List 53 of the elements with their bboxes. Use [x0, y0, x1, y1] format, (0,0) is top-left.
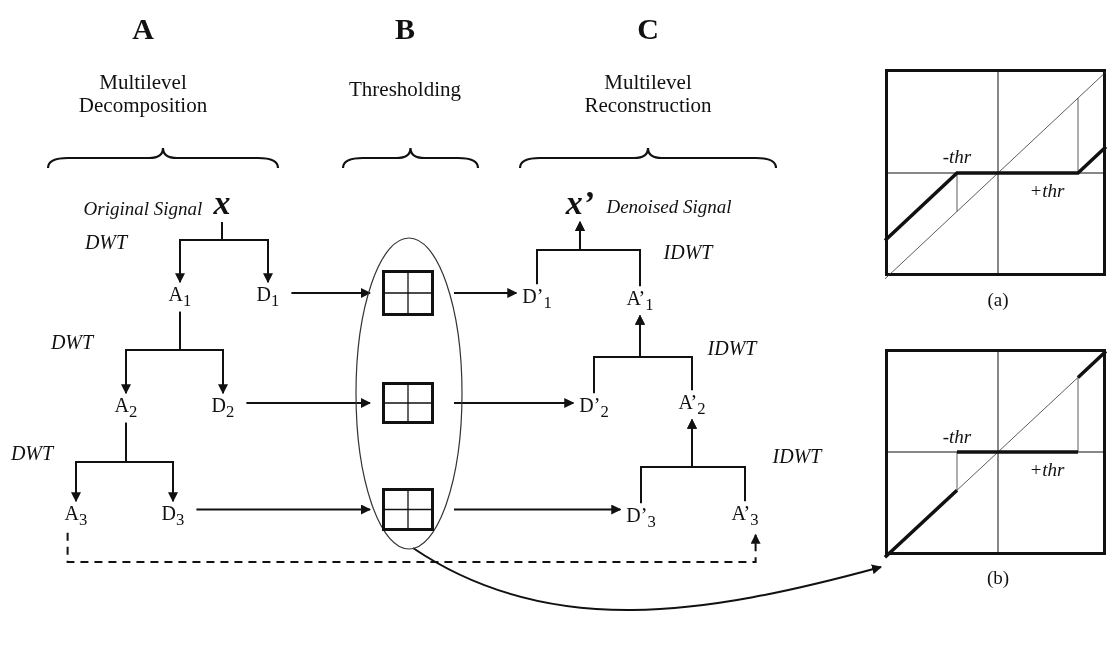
signal-symbol: x’: [565, 186, 595, 220]
coefficient-label: A$_{2}$: [114, 395, 138, 421]
coefficient-label: D’$_{3}$: [626, 505, 656, 531]
arrow: [195, 504, 371, 515]
arrow: [453, 504, 622, 515]
coefficient-label: D$_{2}$: [211, 395, 235, 421]
transform-label: DWT: [50, 331, 94, 353]
arrow: [245, 398, 371, 408]
coefficient-label: A’$_{3}$: [731, 503, 759, 529]
plot-caption: (b): [986, 567, 1010, 589]
dashed-arrow: [66, 531, 761, 563]
coefficient-label: D’$_{2}$: [579, 395, 609, 421]
panel-letter: C: [637, 11, 659, 45]
arrow: [635, 314, 693, 392]
threshold-grid-icon: [382, 382, 434, 424]
stage-title: Multilevel Reconstruction: [583, 70, 713, 118]
threshold-label: -thr: [942, 146, 972, 168]
arrow: [221, 221, 273, 284]
arrow: [453, 398, 575, 408]
arrow: [412, 547, 882, 611]
stage-title: Thresholding: [348, 78, 462, 102]
arrow: [687, 418, 746, 503]
threshold-label: +thr: [1029, 180, 1065, 202]
arrow: [575, 221, 641, 288]
plot-caption: (a): [987, 289, 1009, 311]
transform-label: IDWT: [707, 337, 757, 359]
panel-letter: B: [395, 11, 415, 45]
arrow: [453, 288, 518, 298]
threshold-grid-icon: [382, 488, 434, 531]
coefficient-label: A’$_{1}$: [626, 288, 654, 314]
coefficient-label: D$_{1}$: [256, 284, 280, 310]
coefficient-label: A$_{3}$: [64, 503, 88, 529]
signal-caption: Original Signal: [83, 198, 203, 220]
arrow: [125, 421, 178, 503]
threshold-grid-icon: [382, 270, 434, 316]
threshold-label: +thr: [1029, 459, 1065, 481]
arrow: [179, 310, 228, 395]
coefficient-label: A’$_{2}$: [678, 392, 706, 418]
soft-threshold-plot: [885, 69, 1106, 276]
transform-label: IDWT: [663, 241, 713, 263]
signal-caption: Denoised Signal: [606, 196, 732, 218]
panel-letter: A: [132, 11, 154, 45]
stage-title: Multilevel Decomposition: [77, 70, 209, 118]
threshold-label: -thr: [942, 426, 972, 448]
transform-label: DWT: [84, 231, 128, 253]
coefficient-label: D$_{3}$: [161, 503, 185, 529]
signal-symbol: x: [213, 186, 231, 220]
coefficient-label: A$_{1}$: [168, 284, 192, 310]
arrow: [290, 288, 371, 298]
transform-label: IDWT: [772, 445, 822, 467]
transform-label: DWT: [10, 442, 54, 464]
coefficient-label: D’$_{1}$: [522, 286, 552, 312]
grouping-ellipse: [355, 237, 463, 550]
